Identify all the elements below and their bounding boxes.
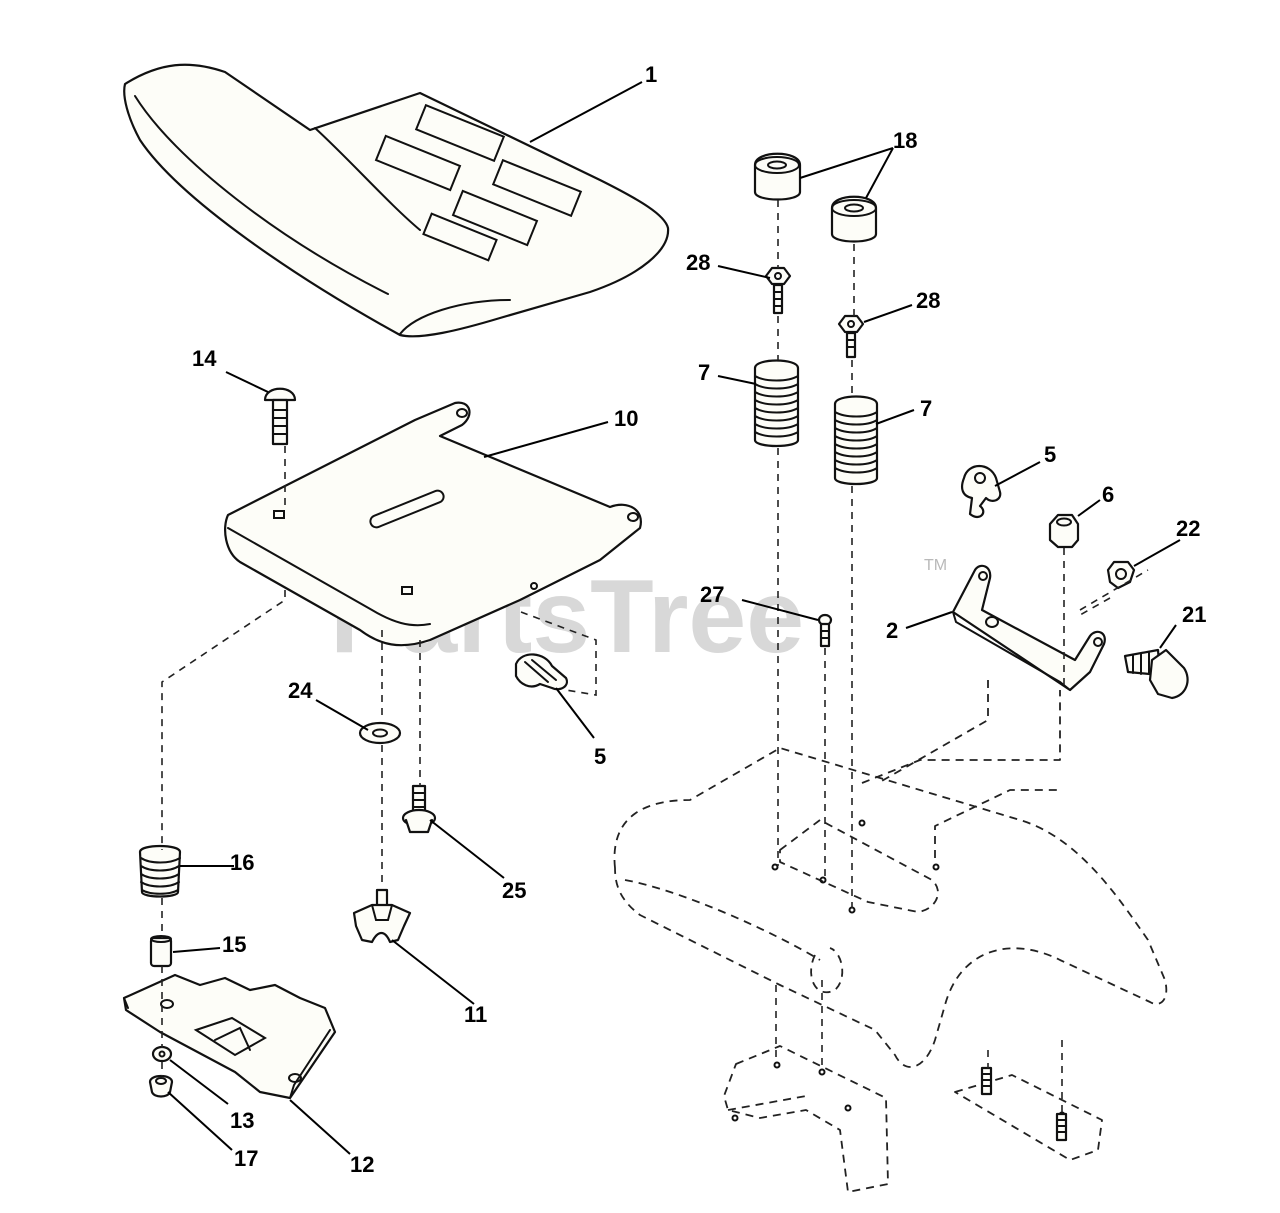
callout-nut-22: 22 [1176,516,1200,541]
bolt-25-part [401,784,437,834]
callout-bumper: 18 [893,128,917,153]
callout-screw-28-left: 28 [686,250,710,275]
callout-nut-17: 17 [234,1146,258,1171]
screw-27-part [817,613,833,648]
slide-rail-part [122,973,337,1100]
callout-clip-right: 5 [1044,442,1056,467]
bushing-15-part [149,935,173,968]
bumper-left-part [753,152,802,201]
bracket-part [951,564,1106,692]
bumper-right-part [830,195,878,243]
callout-spring-16: 16 [230,850,254,875]
washer-24-part [358,721,402,745]
callout-screw-27: 27 [700,582,724,607]
carriage-bolt-part [263,387,297,446]
callout-knob: 11 [464,1002,487,1027]
clip-right-part [961,464,1002,519]
callout-carriage-bolt: 14 [192,346,217,371]
spring-16-part [138,844,182,898]
callout-spring-right: 7 [920,396,932,421]
frame-studs [980,1066,1068,1142]
callout-clip-left: 5 [594,744,606,769]
callout-washer-24: 24 [288,678,313,703]
assembly-lines [161,200,1149,1112]
callout-bracket: 2 [886,618,898,643]
screw-28-left-part [764,266,792,315]
seat-pan-part [224,401,642,647]
callout-seat-pan: 10 [614,406,638,431]
callout-bolt-21: 21 [1182,602,1206,627]
spring-right-part [833,395,879,486]
seat-part [123,63,670,338]
bolt-21-part [1123,648,1189,700]
nut-22-part [1106,560,1136,590]
clip-left-part [514,653,568,691]
callout-nut-6: 6 [1102,482,1114,507]
screw-28-right-part [837,314,865,359]
callout-bolt-25: 25 [502,878,526,903]
callout-washer-13: 13 [230,1108,254,1133]
tractor-frame-outline [613,680,1168,1193]
watermark-tm: TM [924,557,947,574]
spring-left-part [753,359,800,448]
callout-labels: 1 18 28 28 7 7 14 10 5 6 22 21 2 27 5 24… [192,62,1206,1177]
callout-bushing-15: 15 [222,932,246,957]
callout-slide-rail: 12 [350,1152,374,1177]
nut-17-part [148,1074,174,1098]
washer-13-part [151,1045,173,1063]
nut-6-part [1048,513,1080,549]
knob-part [352,888,412,944]
callout-screw-28-right: 28 [916,288,940,313]
callout-spring-left: 7 [698,360,710,385]
leader-lines [167,81,1181,1155]
callout-seat: 1 [645,62,657,87]
